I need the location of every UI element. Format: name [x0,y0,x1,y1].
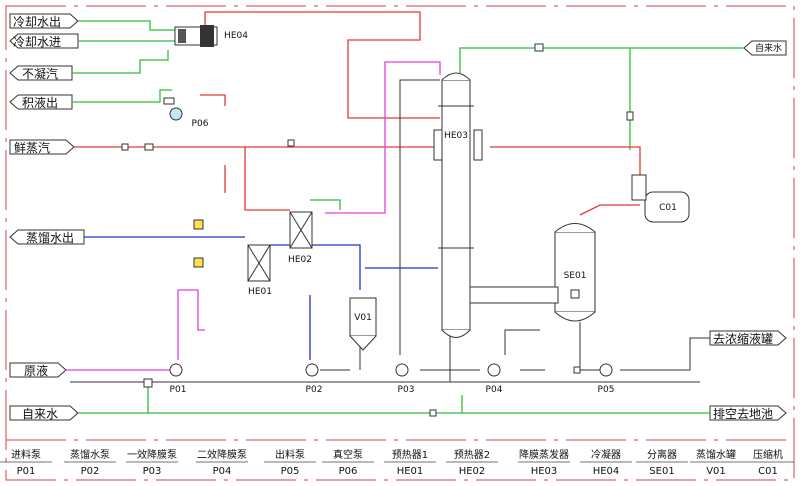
pump-p01: P01 [169,363,187,395]
equipment-tag: P05 [598,385,615,395]
equipment-tag: V01 [354,313,372,323]
equipment-tag: HE03 [444,131,468,141]
stream-tag-noncondensable: 不凝汽 [9,65,73,81]
equipment-tag: P06 [192,119,209,129]
stream-tag-fresh-steam: 鲜蒸汽 [9,139,75,155]
equipment-legend: 进料泵 P01 蒸馏水泵 P02 一效降膜泵 P03 二效降膜泵 P04 出料泵 P05 真空泵 P0… [0,448,794,477]
pump-p04: P04 [486,363,503,395]
legend-name: 蒸馏水罐 [696,448,736,461]
legend-name: 预热器2 [454,448,490,461]
legend-code: HE01 [397,466,424,477]
legend-name: 真空泵 [333,448,363,461]
stream-tag-tap-water-top: 自来水 [743,40,787,56]
vacuum-pump-p06: P06 [163,97,209,129]
legend-code: P03 [143,466,162,477]
legend-name: 蒸馏水泵 [70,448,110,461]
equipment-tag: P02 [306,385,323,395]
stream-tag-cooling-water-out: 冷却水出 [9,13,79,29]
compressor-c01: C01 [631,174,690,223]
stream-tag-tap-water: 自来水 [9,405,79,421]
vapour-pipe [469,286,559,304]
stream-label: 自来水 [755,42,782,54]
legend-code: C01 [758,466,778,477]
equipment-tag: P01 [170,385,187,395]
stream-label: 不凝汽 [22,66,58,81]
steam-lines [74,11,641,216]
stream-tag-cooling-water-in: 冷却水进 [9,33,79,49]
legend-name: 预热器1 [392,448,428,461]
equipment-tag: HE04 [224,31,248,41]
legend-code: HE03 [531,466,558,477]
legend-name: 分离器 [647,448,677,461]
legend-name: 出料泵 [275,448,305,461]
legend-code: V01 [706,466,726,477]
legend-code: P02 [81,466,100,477]
equipment-tag: SE01 [564,271,587,281]
drawing-border [5,5,795,481]
stream-label: 原液 [24,363,48,378]
instrument-icon [193,257,204,268]
stream-tag-vent-to-drain: 排空去地池 [709,405,787,421]
stream-label: 去浓缩液罐 [713,331,773,346]
stream-label: 排空去地池 [713,407,773,421]
legend-code: P06 [339,466,358,477]
legend-code: P01 [17,466,36,477]
legend-name: 进料泵 [11,448,41,461]
legend-code: P05 [281,466,300,477]
pump-p02: P02 [305,363,323,395]
stream-label: 自来水 [22,407,58,421]
pump-p05: P05 [598,363,615,395]
stream-tag-condensate-out: 积液出 [9,94,73,110]
stream-label: 积液出 [22,95,58,110]
stream-label: 鲜蒸汽 [14,140,50,155]
legend-code: SE01 [649,466,674,477]
equipment-tag: C01 [659,203,677,213]
equipment-tag: P04 [486,385,503,395]
condenser-he04: HE04 [174,25,248,47]
feed-lines [66,61,441,371]
instrument-icon [193,219,204,230]
stream-label: 冷却水出 [13,15,61,29]
equipment-tag: HE02 [288,255,312,265]
legend-name: 二效降膜泵 [197,448,247,461]
preheater-he02: HE02 [288,211,313,265]
legend-name: 一效降膜泵 [127,448,177,461]
legend-code: HE04 [593,466,620,477]
tank-v01: V01 [349,297,377,351]
equipment-tag: P03 [398,385,415,395]
legend-name: 冷凝器 [591,448,621,461]
stream-tag-to-concentrate-tank: 去浓缩液罐 [709,330,787,346]
stream-label: 蒸馏水出 [26,231,74,245]
stream-label: 冷却水进 [13,35,61,49]
process-lines [70,79,710,383]
equipment-tag: HE01 [248,287,272,297]
evaporator-he03: HE03 [433,72,483,338]
legend-name: 压缩机 [753,448,783,461]
separator-se01: SE01 [554,223,596,322]
preheater-he01: HE01 [247,244,272,297]
pump-p03: P03 [395,363,415,395]
legend-code: HE02 [459,466,486,477]
legend-code: P04 [213,466,232,477]
stream-tag-distilled-water-out: 蒸馏水出 [9,229,85,245]
legend-name: 降膜蒸发器 [519,448,569,461]
valve-icon [121,43,634,417]
stream-tag-raw-liquid: 原液 [9,362,67,378]
